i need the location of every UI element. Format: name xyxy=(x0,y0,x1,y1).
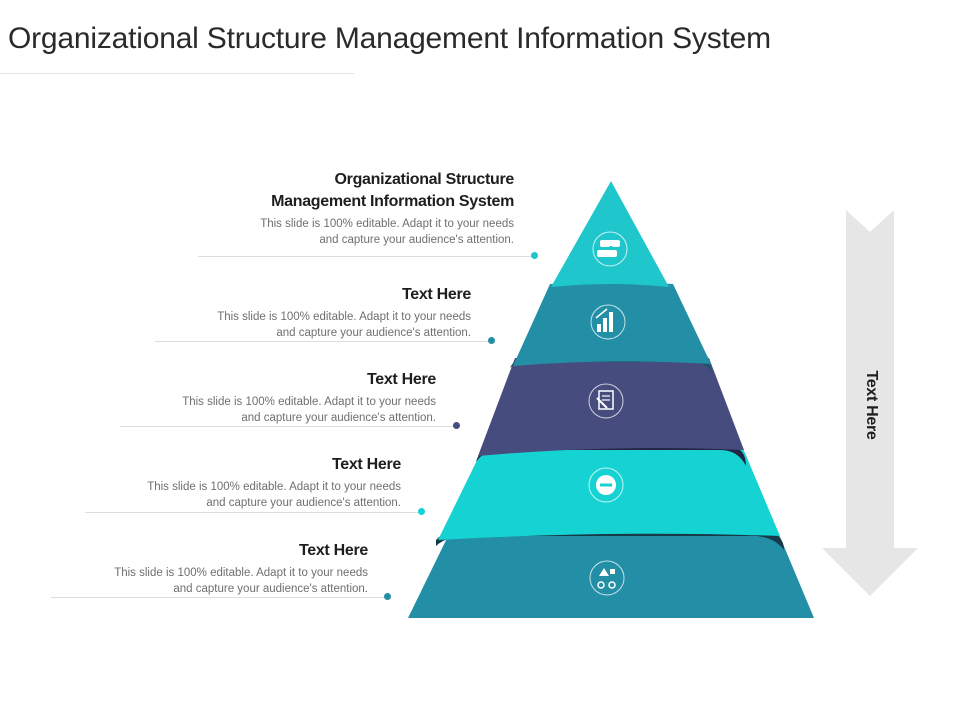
item-1-heading: Organizational Structure Management Info… xyxy=(260,169,514,213)
item-2-heading: Text Here xyxy=(401,286,471,303)
item-1-dot xyxy=(531,252,538,259)
item-2-rule xyxy=(155,341,489,342)
item-3-rule xyxy=(120,426,454,427)
item-1: Organizational Structure Management Info… xyxy=(260,169,514,248)
item-5: Text Here This slide is 100% editable. A… xyxy=(114,540,368,597)
item-4-dot xyxy=(418,508,425,515)
document-edit-icon xyxy=(588,383,624,419)
item-1-heading-line1: Organizational Structure xyxy=(334,171,515,188)
item-5-desc-line2: and capture your audience's attention. xyxy=(173,583,368,595)
item-2: Text Here This slide is 100% editable. A… xyxy=(217,284,471,341)
item-4-description: This slide is 100% editable. Adapt it to… xyxy=(147,479,401,511)
item-4-desc-line1: This slide is 100% editable. Adapt it to… xyxy=(147,481,401,493)
item-5-heading: Text Here xyxy=(298,542,368,559)
item-2-desc-line1: This slide is 100% editable. Adapt it to… xyxy=(217,311,471,323)
item-1-rule xyxy=(198,256,532,257)
item-3-desc-line2: and capture your audience's attention. xyxy=(241,412,436,424)
item-3-heading: Text Here xyxy=(366,371,436,388)
item-2-desc-line2: and capture your audience's attention. xyxy=(276,327,471,339)
item-4-rule xyxy=(85,512,419,513)
item-4-desc-line2: and capture your audience's attention. xyxy=(206,497,401,509)
pyramid-tier-3 xyxy=(478,355,744,456)
item-3-description: This slide is 100% editable. Adapt it to… xyxy=(182,394,436,426)
item-1-desc-line2: and capture your audience's attention. xyxy=(319,234,514,246)
page-title: Organizational Structure Management Info… xyxy=(8,22,771,55)
pyramid-tier-1 xyxy=(551,181,669,287)
item-4: Text Here This slide is 100% editable. A… xyxy=(147,454,401,511)
item-3-desc-line1: This slide is 100% editable. Adapt it to… xyxy=(182,396,436,408)
item-1-desc-line1: This slide is 100% editable. Adapt it to… xyxy=(260,218,514,230)
item-2-dot xyxy=(488,337,495,344)
item-1-description: This slide is 100% editable. Adapt it to… xyxy=(260,216,514,248)
item-5-description: This slide is 100% editable. Adapt it to… xyxy=(114,565,368,597)
puzzle-icon xyxy=(592,231,628,267)
down-arrow xyxy=(822,210,918,596)
arrow-label: Text Here xyxy=(863,370,880,440)
item-2-description: This slide is 100% editable. Adapt it to… xyxy=(217,309,471,341)
item-3-dot xyxy=(453,422,460,429)
item-4-heading: Text Here xyxy=(331,456,401,473)
bar-chart-icon xyxy=(590,304,626,340)
item-3: Text Here This slide is 100% editable. A… xyxy=(182,369,436,426)
item-5-rule xyxy=(51,597,385,598)
minus-circle-icon xyxy=(588,467,624,503)
item-5-desc-line1: This slide is 100% editable. Adapt it to… xyxy=(114,567,368,579)
item-5-dot xyxy=(384,593,391,600)
item-1-heading-line2: Management Information System xyxy=(271,193,514,210)
gears-icon xyxy=(589,560,625,596)
title-divider xyxy=(0,73,354,74)
